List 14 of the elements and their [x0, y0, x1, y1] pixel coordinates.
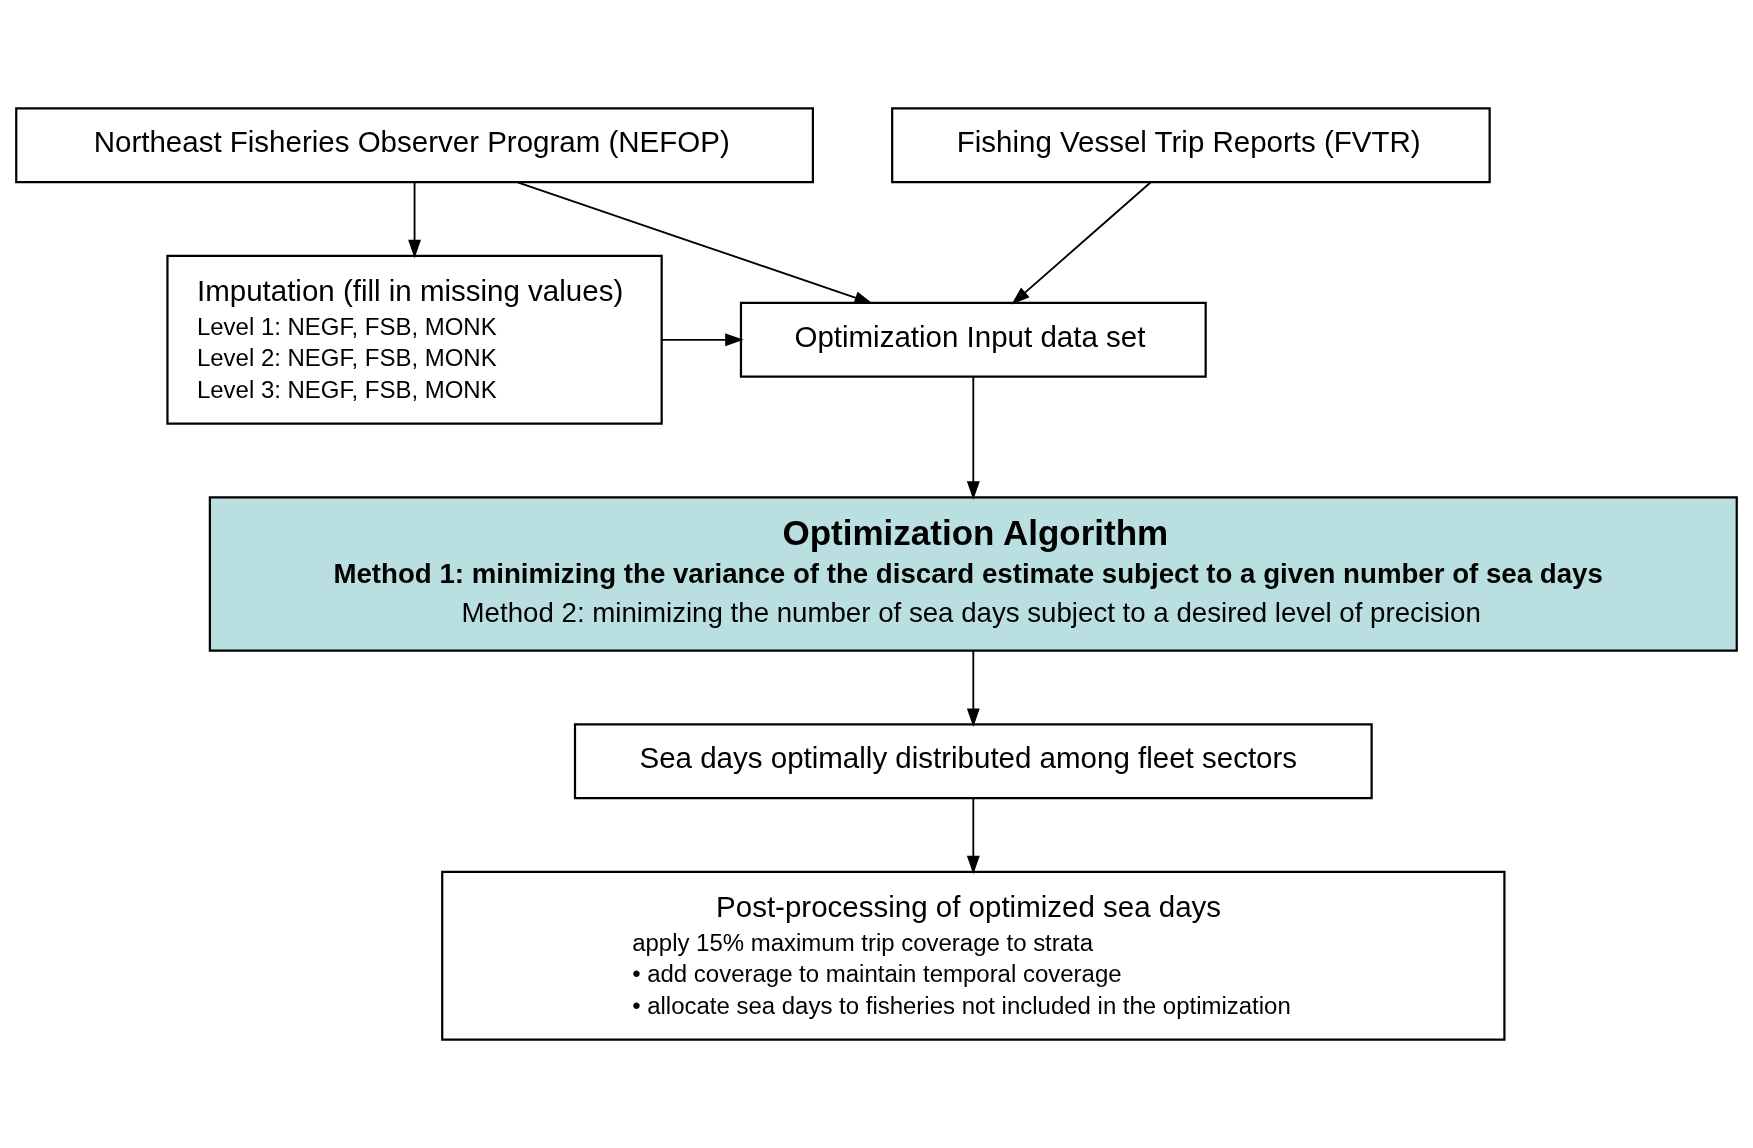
- arrow: [966, 650, 980, 727]
- arrow: [966, 376, 980, 500]
- node-box: Optimization Input data set: [739, 301, 1207, 378]
- node-box: Post-processing of optimized sea days apply 15% maximum trip coverage to strata • add coverage to maintain temporal coverage • allocate sea days to fisheries not included in the optimization: [441, 870, 1506, 1041]
- node-box: Fishing Vessel Trip Reports (FVTR): [891, 107, 1491, 184]
- arrow: [966, 798, 980, 875]
- arrow: [408, 182, 422, 259]
- arrow: [1011, 181, 1152, 305]
- node-box: Sea days optimally distributed among fleet sectors: [573, 723, 1373, 800]
- node-box: Optimization Algorithm Method 1: minimizing the variance of the discard estimate subject to a given number of sea days Method 2: minimizing the number of sea days subject to a desired level of precision: [208, 496, 1738, 652]
- arrow: [516, 181, 873, 304]
- node-box: Northeast Fisheries Observer Program (NEFOP): [15, 107, 814, 184]
- arrow: [660, 333, 744, 347]
- node-box: Imputation (fill in missing values) Level 1: NEGF, FSB, MONK Level 2: NEGF, FSB, MONK Level 3: NEGF, FSB, MONK: [166, 254, 663, 425]
